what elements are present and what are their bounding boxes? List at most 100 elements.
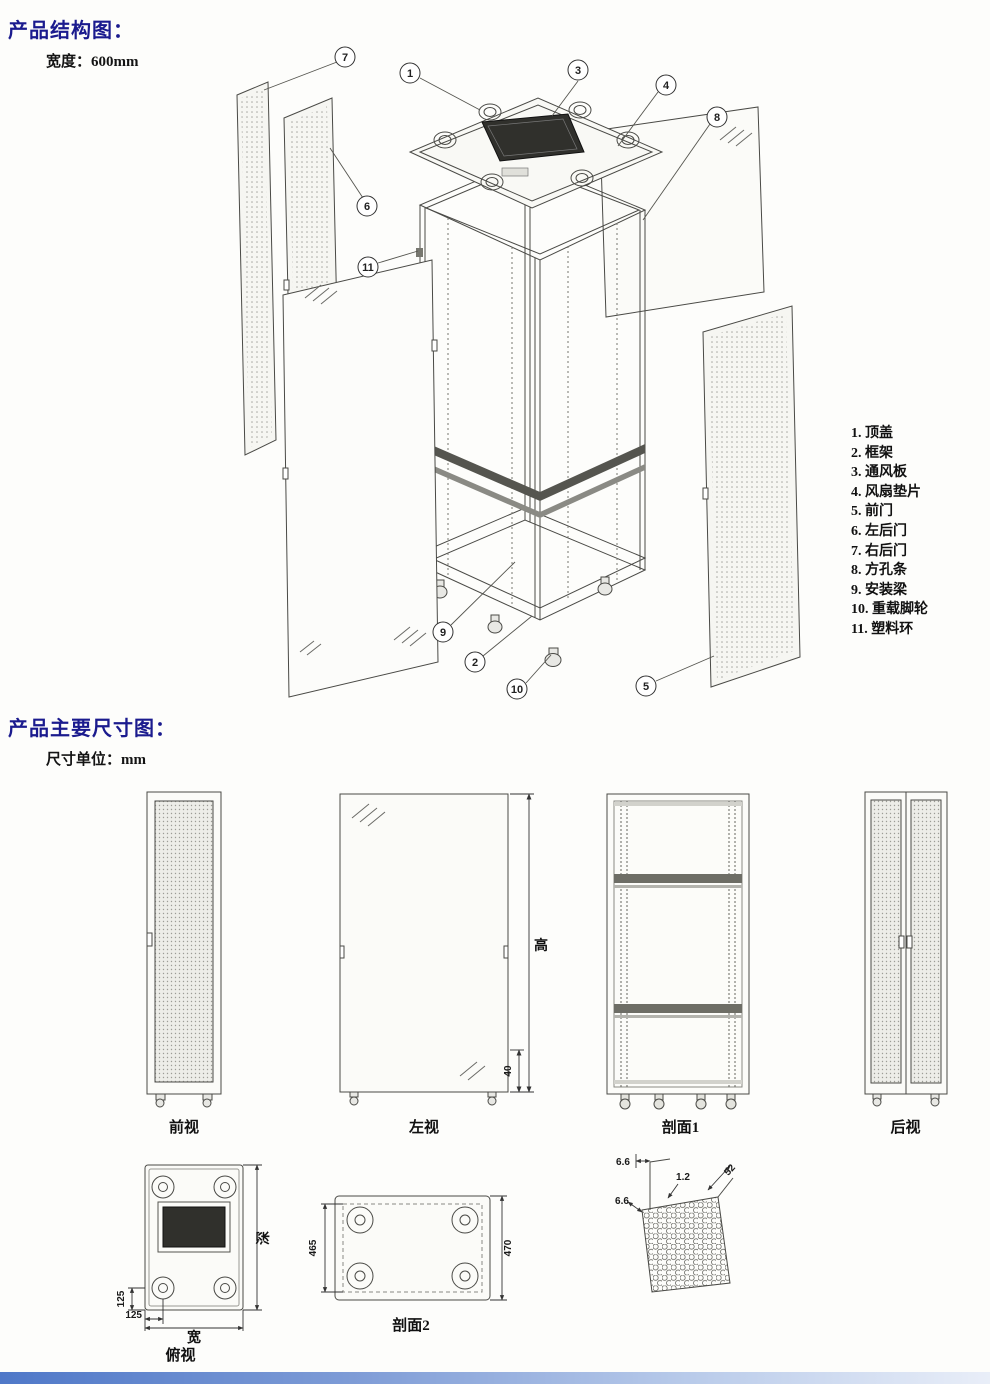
section1-drawing [606, 793, 750, 1110]
part-label: 通风板 [865, 465, 907, 481]
feet [155, 1093, 213, 1108]
fan-cutouts [433, 101, 640, 191]
door-lock [898, 935, 905, 949]
part-number: 8. [851, 563, 862, 579]
parts-list-item: 7. 右后门 [851, 542, 928, 562]
door-lock [339, 945, 345, 959]
casters [619, 1093, 737, 1110]
svg-text:8: 8 [714, 112, 720, 124]
callout-5: 5 [635, 675, 657, 697]
left-125-dim-label: 125 [116, 1290, 127, 1307]
parts-list-item: 1. 顶盖 [851, 424, 928, 444]
hex-mesh-area [641, 1196, 731, 1293]
exploded-view-drawing: 7 1 3 4 8 6 11 9 2 10 5 [236, 46, 801, 700]
dimension-lines [510, 793, 534, 1093]
callout-9: 9 [432, 621, 454, 643]
section2-drawing: 465 470 [308, 1195, 514, 1301]
top-cover [408, 97, 664, 209]
structure-width-note: 宽度：600mm [46, 54, 139, 70]
feet [349, 1091, 497, 1106]
structure-section-title: 产品结构图： [8, 20, 134, 42]
front-mesh-door-panel [702, 305, 801, 688]
bottom-125-dim-label: 125 [125, 1310, 142, 1321]
section2-view-label: 剖面2 [392, 1318, 430, 1334]
part-label: 塑料环 [871, 621, 914, 637]
dimensions-section-title: 产品主要尺寸图： [8, 718, 176, 740]
caster-circles [151, 1175, 237, 1300]
hole-66-top-label: 6.6 [616, 1157, 630, 1168]
hole-66-side-label: 6.6 [615, 1196, 629, 1207]
parts-list-item: 5. 前门 [851, 502, 928, 522]
cabinet-frame [418, 159, 647, 621]
footer-decoration-bar [0, 1372, 990, 1384]
svg-text:1: 1 [407, 68, 413, 80]
door-lock [146, 932, 153, 947]
top-view-label: 俯视 [165, 1348, 196, 1364]
svg-text:11: 11 [362, 262, 374, 274]
callout-6: 6 [356, 195, 378, 217]
callout-4: 4 [655, 74, 677, 96]
parts-list-item: 3. 通风板 [851, 463, 928, 483]
part-number: 6. [851, 523, 862, 539]
callout-7: 7 [334, 46, 356, 68]
front-view-drawing [146, 791, 222, 1108]
parts-list-item: 8. 方孔条 [851, 561, 928, 581]
section1-view-label: 剖面1 [661, 1120, 700, 1136]
part-label: 顶盖 [865, 426, 893, 441]
dimensions-unit-note: 尺寸单位：mm [46, 752, 146, 768]
width-dim-label: 宽 [187, 1329, 201, 1346]
loose-caster [544, 647, 562, 667]
dimension-lines [321, 1195, 507, 1301]
depth-dim-label: 深 [255, 1231, 272, 1245]
svg-text:2: 2 [472, 657, 478, 669]
height-dim-label: 高 [534, 937, 548, 954]
svg-text:7: 7 [342, 52, 348, 64]
d465-dim-label: 465 [308, 1239, 319, 1256]
svg-text:9: 9 [440, 627, 446, 639]
callout-2: 2 [464, 651, 486, 673]
svg-text:3: 3 [575, 65, 581, 77]
callout-bubbles: 7 1 3 4 8 6 11 9 2 10 5 [334, 46, 728, 700]
parts-list-item: 4. 风扇垫片 [851, 483, 928, 503]
perforation-detail-drawing: 6.6 6.6 1.2 52 [615, 1154, 738, 1293]
caster-circles [346, 1206, 479, 1290]
svg-text:6: 6 [364, 201, 370, 213]
parts-list: 1. 顶盖 2. 框架 3. 通风板 4. 风扇垫片 5. 前门 6. 左后门 … [851, 424, 928, 640]
callout-10: 10 [506, 678, 528, 700]
dimension-lines [128, 1164, 262, 1331]
parts-list-item: 6. 左后门 [851, 522, 928, 542]
parts-list-item: 10. 重载脚轮 [851, 600, 928, 620]
svg-text:10: 10 [511, 684, 523, 696]
top-view-drawing: 深 125 125 宽 [116, 1164, 272, 1346]
part-number: 4. [851, 484, 862, 500]
part-number: 10. [851, 602, 869, 618]
parts-list-item: 9. 安装梁 [851, 581, 928, 601]
part-number: 3. [851, 465, 862, 481]
cross-beams [614, 802, 742, 1084]
mounting-beams [420, 440, 645, 518]
callout-11: 11 [357, 256, 379, 278]
callout-8: 8 [706, 106, 728, 128]
part-number: 9. [851, 582, 862, 598]
hole-12-label: 1.2 [676, 1172, 690, 1183]
svg-text:4: 4 [663, 80, 670, 92]
part-label: 安装梁 [865, 582, 907, 598]
dimension-lines [627, 1154, 731, 1213]
part-number: 7. [851, 543, 862, 559]
part-number: 1. [851, 426, 862, 441]
plastic-ring [416, 248, 423, 257]
rear-view-label: 后视 [890, 1120, 921, 1136]
part-number: 5. [851, 504, 862, 520]
svg-text:5: 5 [643, 681, 649, 693]
part-label: 方孔条 [865, 563, 907, 579]
d470-dim-label: 470 [503, 1239, 514, 1256]
door-lock [906, 935, 913, 949]
part-label: 左后门 [865, 523, 907, 539]
left-view-drawing: 高 40 [339, 793, 548, 1106]
part-label: 重载脚轮 [872, 602, 928, 618]
callout-1: 1 [399, 62, 421, 84]
rear-view-drawing [864, 791, 948, 1107]
parts-list-item: 2. 框架 [851, 444, 928, 464]
part-number: 2. [851, 445, 862, 461]
